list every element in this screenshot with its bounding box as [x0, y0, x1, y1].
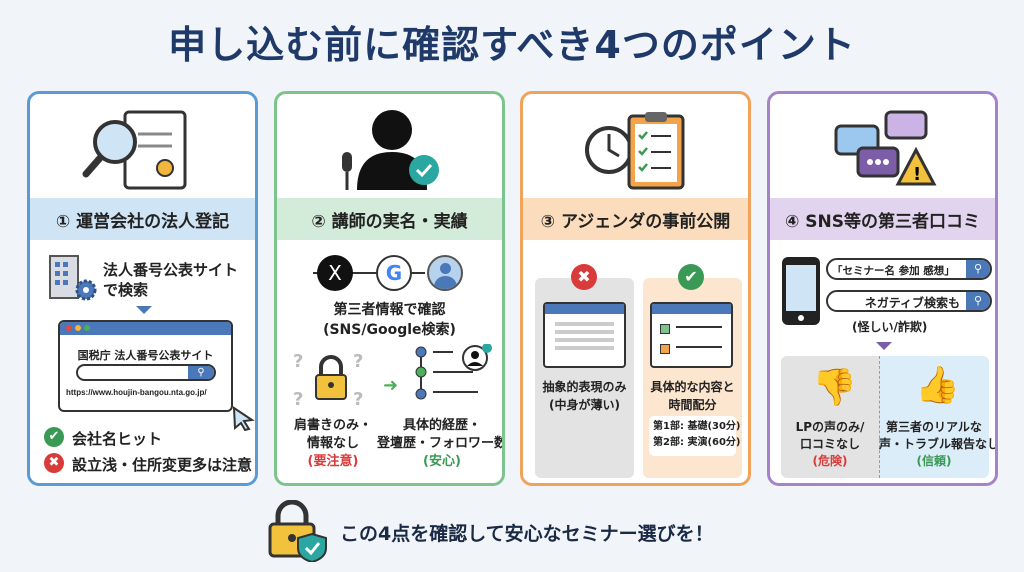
- svg-text:?: ?: [293, 351, 303, 372]
- card-header: ② 講師の実名・実績: [277, 198, 502, 240]
- search-icon[interactable]: ⚲: [966, 292, 990, 310]
- card-header: ③ アジェンダの事前公開: [523, 198, 748, 240]
- check-icon: ✔: [678, 264, 704, 290]
- svg-text:?: ?: [353, 351, 363, 372]
- good-case-text: 具体的な内容と時間配分: [650, 380, 735, 412]
- building-gear-icon: [49, 255, 97, 301]
- svg-text:!: !: [913, 164, 921, 185]
- good-panel: [879, 356, 989, 478]
- footer-message: この4点を確認して安心なセミナー選びを！: [340, 523, 714, 545]
- profile-icon: [427, 255, 463, 291]
- search-icon[interactable]: ⚲: [966, 260, 990, 278]
- ok-text: 会社名ヒット: [72, 430, 163, 448]
- career-timeline-icon: [415, 344, 492, 400]
- search-instruction: 法人番号公表サイトで検索: [103, 261, 239, 299]
- down-arrow-icon: [136, 306, 152, 314]
- clock-checklist-icon: [585, 112, 685, 190]
- good-case-text: 第三者のリアルな声・トラブル報告なし(信頼): [879, 420, 998, 468]
- card-sns-reviews: ! ④ SNS等の第三者口コミ 「セミナー名 参加 感想」⚲ ネガティブ検索も⚲…: [767, 91, 998, 486]
- site-name: 国税庁 法人番号公表サイト: [77, 349, 214, 362]
- search-query-2[interactable]: ネガティブ検索も⚲: [826, 290, 992, 312]
- page-title: 申し込む前に確認すべき4つのポイント: [168, 23, 856, 67]
- arrow-right-icon: ➜: [383, 375, 399, 396]
- lock-shield-icon: [268, 500, 327, 562]
- confirm-text: 第三者情報で確認(SNS/Google検索): [323, 302, 456, 338]
- card-header: ④ SNS等の第三者口コミ: [770, 198, 995, 240]
- search-input[interactable]: ⚲: [76, 364, 216, 381]
- card-header: ① 運営会社の法人登記: [30, 198, 255, 240]
- speaker-verified-icon: [342, 110, 439, 190]
- svg-text:?: ?: [353, 389, 363, 409]
- card-instructor: ② 講師の実名・実績 X G 第三者情報で確認(SNS/Google検索) ??…: [274, 91, 505, 486]
- x-icon: ✖: [44, 453, 64, 473]
- cursor-icon: [232, 406, 255, 432]
- bad-case-text: LPの声のみ/口コミなし(危険): [795, 420, 865, 468]
- x-icon: ✖: [571, 264, 597, 290]
- agenda-box: 第1部: 基礎(30分)第2部: 実演(60分): [649, 416, 741, 456]
- lock-question-icon: ????: [293, 351, 363, 409]
- bad-panel: [781, 356, 879, 478]
- search-query-1[interactable]: 「セミナー名 参加 感想」⚲: [826, 258, 992, 280]
- google-logo-icon: G: [376, 255, 412, 291]
- bad-case-text: 抽象的表現のみ(中身が薄い): [542, 380, 627, 412]
- x-logo-icon: X: [317, 255, 353, 291]
- smartphone-icon: [782, 257, 820, 325]
- thumbs-down-icon: 👍: [812, 366, 857, 407]
- chat-warning-icon: !: [834, 110, 937, 186]
- down-arrow-icon: [876, 342, 892, 350]
- thumbs-up-icon: 👍: [915, 365, 960, 406]
- query-note: (怪しい/詐欺): [852, 320, 928, 334]
- card-agenda: ③ アジェンダの事前公開 ✖ ✔ 抽象的表現のみ(中身が薄い) 具体的な内容と時…: [520, 91, 751, 486]
- detailed-page-icon: [650, 302, 733, 368]
- ng-text: 設立浅・住所変更多は注意: [72, 456, 253, 474]
- url-text: https://www.houjin-bangou.nta.go.jp/: [66, 388, 207, 397]
- bad-case-text: 肩書きのみ・情報なし(要注意): [293, 418, 372, 469]
- search-icon[interactable]: ⚲: [188, 366, 214, 379]
- check-icon: ✔: [44, 427, 64, 447]
- vague-page-icon: [543, 302, 626, 368]
- good-case-text: 具体的経歴・登壇歴・フォロワー数(安心): [377, 418, 505, 469]
- browser-window: 国税庁 法人番号公表サイト ⚲ https://www.houjin-bango…: [58, 320, 233, 412]
- magnifier-certificate-icon: [82, 110, 187, 190]
- card-company-registration: ① 運営会社の法人登記 法人番号公表サイトで検索 国税庁 法人番号公表サイト ⚲…: [27, 91, 258, 486]
- svg-text:?: ?: [293, 389, 303, 409]
